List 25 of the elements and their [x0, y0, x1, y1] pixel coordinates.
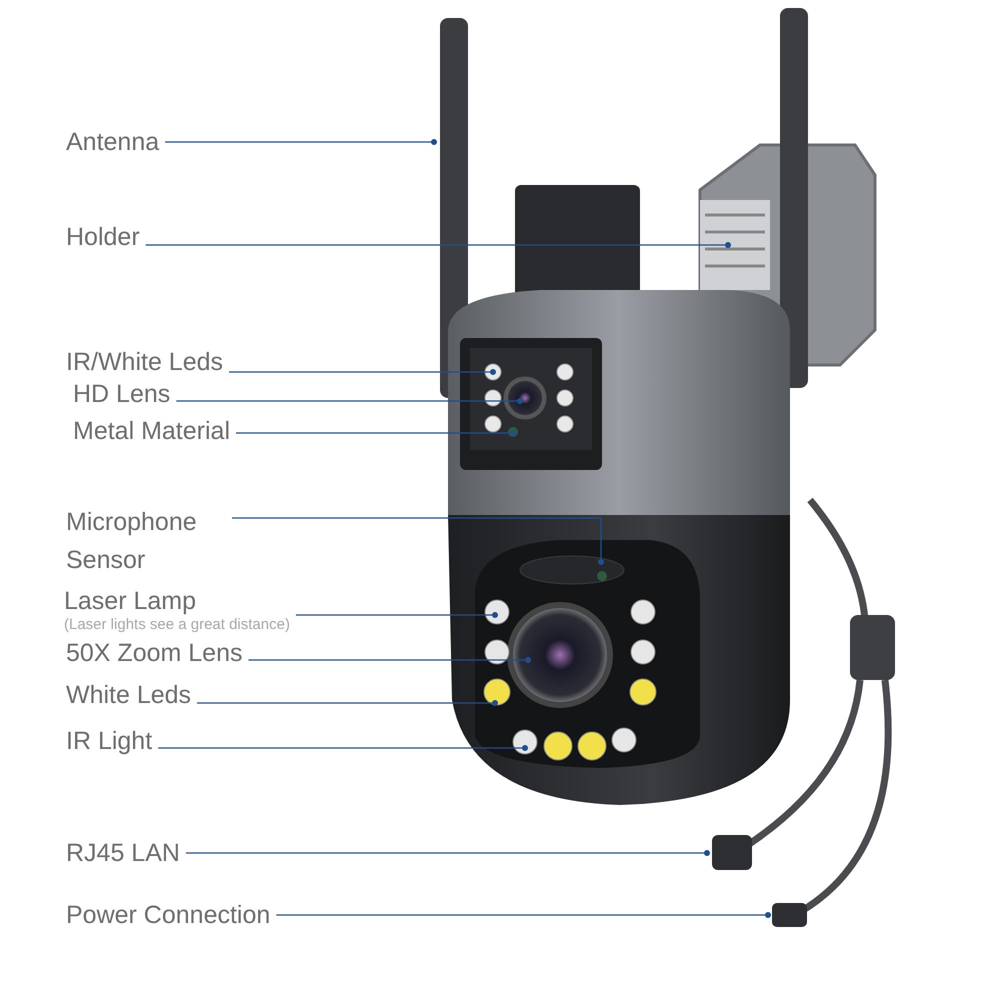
part-label: Laser Lamp: [64, 586, 198, 616]
part-label: IR/White Leds: [66, 347, 224, 377]
part-label: Metal Material: [73, 416, 230, 446]
leader-line: [229, 369, 496, 375]
part-label: 50X Zoom Lens: [66, 638, 242, 668]
leader-line: [197, 700, 498, 706]
part-label: Microphone Sensor: [66, 507, 198, 576]
part-label: Power Connection: [66, 900, 270, 930]
leader-line: [158, 745, 528, 751]
leader-line: [276, 912, 771, 918]
part-label: RJ45 LAN: [66, 838, 180, 868]
part-note: (Laser lights see a great distance): [64, 616, 290, 633]
leader-line: [248, 657, 531, 663]
leader-line: [165, 139, 437, 145]
part-label: Antenna: [66, 127, 160, 157]
leader-line: [146, 242, 731, 248]
leader-line: [296, 612, 498, 618]
part-label: Holder: [66, 222, 140, 252]
leader-line: [236, 430, 516, 436]
part-label: IR Light: [66, 726, 152, 756]
part-label: White Leds: [66, 680, 192, 710]
part-label: HD Lens: [73, 379, 170, 409]
leader-line: [186, 850, 710, 856]
leader-line: [176, 398, 523, 404]
leader-line: [232, 517, 604, 565]
